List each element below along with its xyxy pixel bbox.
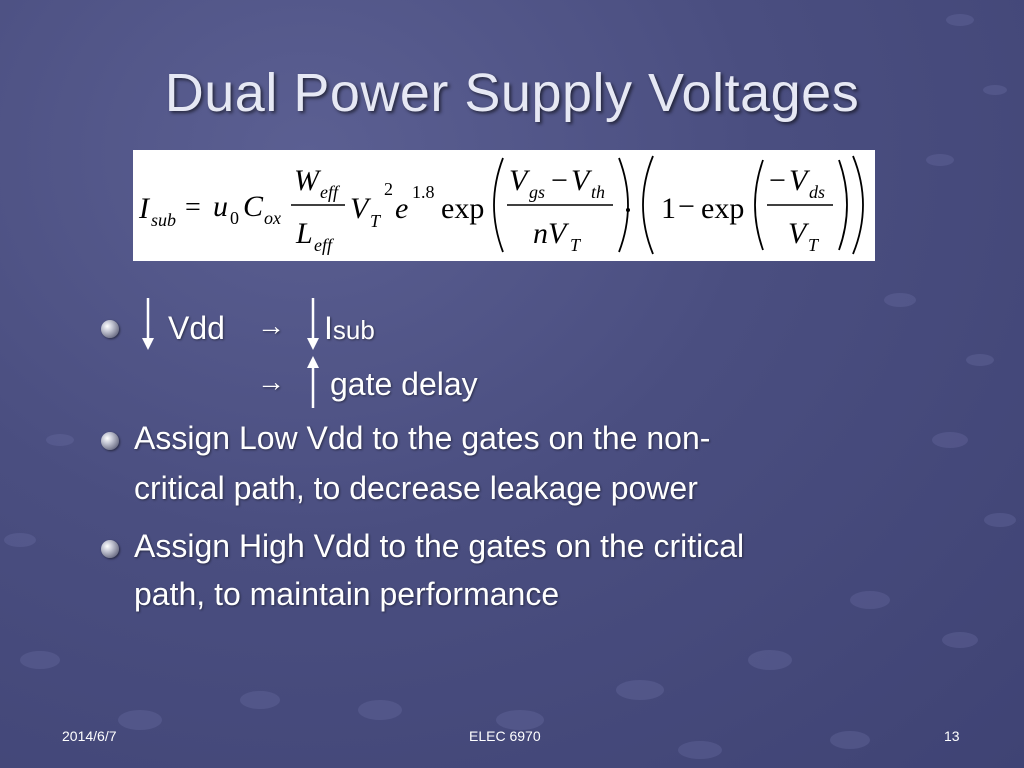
svg-text:exp: exp bbox=[441, 192, 484, 225]
svg-text:1: 1 bbox=[661, 192, 676, 225]
right-arrow-icon: → bbox=[257, 310, 285, 341]
svg-text:T: T bbox=[570, 235, 582, 255]
svg-text:eff: eff bbox=[314, 235, 335, 255]
svg-text:nV: nV bbox=[533, 217, 570, 250]
svg-text:C: C bbox=[243, 190, 264, 223]
right-arrow-icon: → bbox=[257, 366, 285, 397]
svg-text:=: = bbox=[185, 192, 201, 223]
svg-text:V: V bbox=[350, 192, 372, 225]
down-arrow-icon bbox=[307, 298, 319, 350]
svg-text:exp: exp bbox=[701, 192, 744, 225]
footer-date: 2014/6/7 bbox=[62, 728, 117, 744]
bullet-text-low-vdd-1: Assign Low Vdd to the gates on the non- bbox=[134, 420, 711, 456]
svg-text:gs: gs bbox=[529, 182, 545, 202]
bullet-text-high-vdd-2: path, to maintain performance bbox=[134, 576, 560, 612]
bullet-icon bbox=[101, 540, 119, 558]
svg-text:ox: ox bbox=[264, 208, 281, 228]
formula-image: I sub = u 0 C ox W eff L eff V T 2 e 1.8… bbox=[133, 150, 875, 261]
svg-text:T: T bbox=[370, 211, 382, 231]
up-arrow-icon bbox=[307, 356, 319, 408]
svg-text:V: V bbox=[789, 164, 811, 197]
svg-text:−: − bbox=[551, 164, 568, 197]
footer-page-number: 13 bbox=[944, 728, 960, 744]
svg-text:ds: ds bbox=[809, 182, 825, 202]
svg-text:T: T bbox=[808, 235, 820, 255]
bullet-icon bbox=[101, 320, 119, 338]
svg-text:sub: sub bbox=[151, 210, 176, 230]
bullet-text-low-vdd-2: critical path, to decrease leakage power bbox=[134, 470, 698, 506]
svg-text:V: V bbox=[571, 164, 593, 197]
svg-text:W: W bbox=[294, 164, 322, 197]
svg-text:th: th bbox=[591, 182, 605, 202]
svg-text:1.8: 1.8 bbox=[412, 182, 435, 202]
isub-label: Isub bbox=[324, 310, 375, 346]
down-arrow-icon bbox=[142, 298, 154, 350]
bullet-icon bbox=[101, 432, 119, 450]
svg-text:0: 0 bbox=[230, 208, 239, 228]
gate-delay-label: gate delay bbox=[330, 366, 478, 402]
svg-text:eff: eff bbox=[320, 182, 341, 202]
svg-text:−: − bbox=[678, 190, 695, 223]
svg-text:V: V bbox=[509, 164, 531, 197]
svg-text:e: e bbox=[395, 192, 408, 225]
slide-title: Dual Power Supply Voltages bbox=[164, 63, 860, 123]
svg-text:2: 2 bbox=[384, 179, 393, 199]
svg-text:−: − bbox=[769, 164, 786, 197]
vdd-label: Vdd bbox=[168, 310, 225, 346]
svg-text:I: I bbox=[138, 192, 151, 225]
bullet-text-high-vdd-1: Assign High Vdd to the gates on the crit… bbox=[134, 528, 745, 564]
svg-text:V: V bbox=[788, 217, 810, 250]
svg-text:L: L bbox=[295, 217, 313, 250]
svg-text:u: u bbox=[213, 190, 228, 223]
footer-course: ELEC 6970 bbox=[469, 728, 541, 744]
